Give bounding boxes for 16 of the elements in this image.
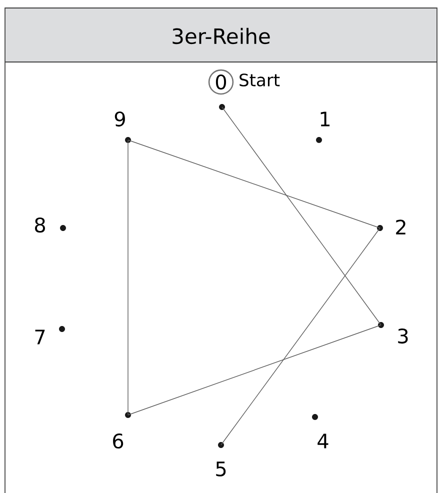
number-label: 9 [114, 111, 125, 127]
number-label: 1 [320, 112, 330, 126]
start-label: Start [240, 74, 280, 86]
number-label: 0 [208, 69, 234, 95]
number-label: 5 [216, 462, 226, 476]
connecting-line [222, 106, 382, 326]
number-label: 3 [398, 328, 408, 344]
title: 3er-Reihe [172, 28, 270, 44]
number-label: 8 [35, 217, 45, 233]
number-label: 4 [318, 434, 328, 448]
connecting-line [128, 324, 382, 416]
connecting-line [220, 228, 380, 446]
number-label: 2 [396, 220, 406, 234]
number-label: 7 [35, 330, 45, 344]
number-label: 6 [113, 433, 124, 449]
connecting-line [128, 140, 380, 228]
